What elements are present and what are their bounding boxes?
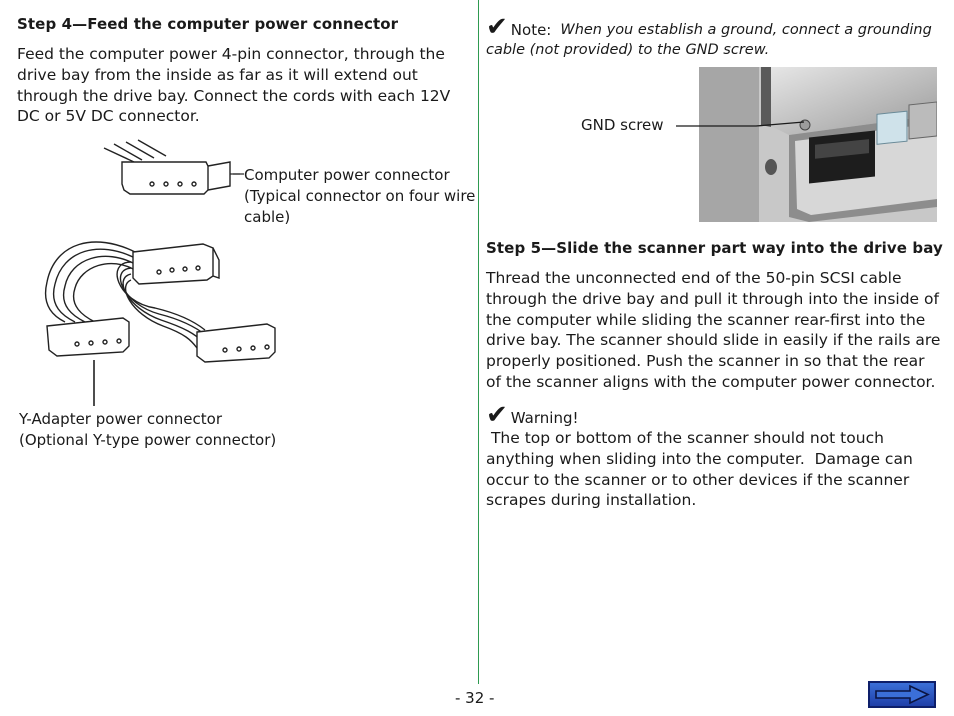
step5-body: Thread the unconnected end of the 50-pin… <box>486 269 941 391</box>
page-number: - 32 - <box>455 689 495 707</box>
warning-block: ✔ Warning! The top or bottom of the scan… <box>486 402 936 511</box>
warning-body: The top or bottom of the scanner should … <box>486 429 918 510</box>
callout-line-y-adapter <box>93 360 95 406</box>
scanner-rear-photo <box>699 67 937 222</box>
gnd-callout-line <box>676 121 805 127</box>
checkmark-icon: ✔ <box>486 12 508 42</box>
y-adapter-connector-illustration <box>44 241 276 363</box>
callout-line-computer <box>230 173 244 175</box>
next-page-button[interactable] <box>868 681 936 708</box>
callout-y-adapter: Y-Adapter power connector (Optional Y-ty… <box>19 409 276 451</box>
note-block: ✔ Note: When you establish a ground, con… <box>486 14 941 60</box>
step4-body: Feed the computer power 4-pin connector,… <box>17 45 451 126</box>
gnd-screw-label: GND screw <box>581 116 664 134</box>
callout-computer-line3: cable) <box>244 207 291 226</box>
warning-checkmark-icon: ✔ <box>486 400 508 430</box>
note-text-line2: cable (not provided) to the GND screw. <box>486 42 770 58</box>
step5-heading: Step 5—Slide the scanner part way into t… <box>486 239 943 257</box>
column-divider <box>478 0 479 684</box>
right-arrow-icon <box>875 684 930 705</box>
callout-computer-connector: Computer power connector (Typical connec… <box>244 165 475 227</box>
step4-heading: Step 4—Feed the computer power connector <box>17 15 399 33</box>
note-text-line1: When you establish a ground, connect a g… <box>560 22 932 38</box>
callout-computer-line2: (Typical connector on four wire <box>244 186 476 205</box>
warning-label: Warning! <box>510 409 579 427</box>
callout-computer-line1: Computer power connector <box>244 166 450 184</box>
computer-power-connector-illustration <box>103 139 240 195</box>
callout-y-line1: Y-Adapter power connector <box>19 410 223 428</box>
callout-y-line2: (Optional Y-type power connector) <box>19 430 277 449</box>
note-label: Note: <box>510 21 552 39</box>
